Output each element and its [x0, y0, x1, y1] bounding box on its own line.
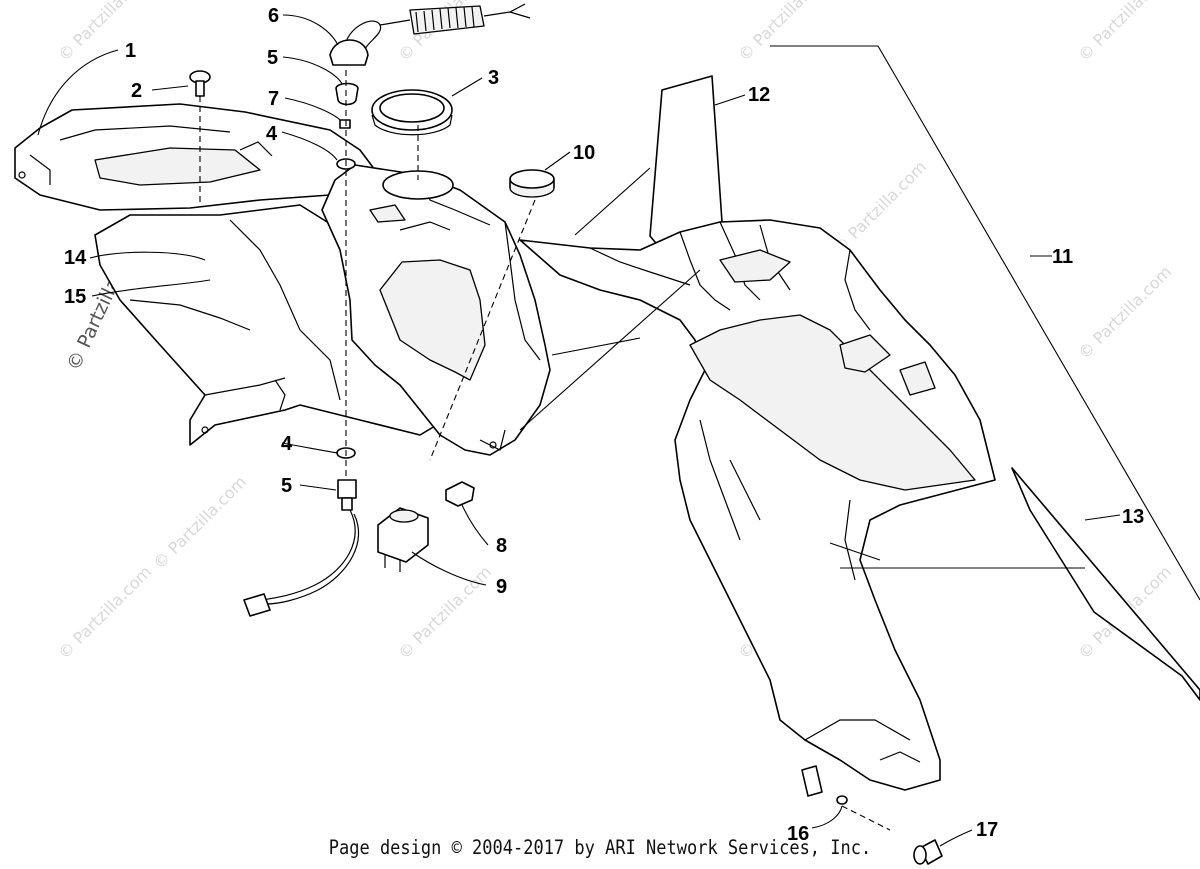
watermark: © Partzilla.com [394, 562, 495, 663]
callout-labels: 1 2 3 4 4 5 5 6 7 8 9 10 11 12 13 14 15 … [64, 5, 1144, 845]
part-6-cable [329, 3, 531, 66]
part-13-panel [1011, 467, 1200, 701]
callout-9: 9 [496, 576, 507, 598]
callout-14: 14 [64, 247, 87, 269]
callout-8: 8 [496, 535, 507, 557]
part-12-panel [649, 75, 723, 249]
assembly-line [199, 70, 891, 831]
watermark: © Partzilla.com [54, 0, 155, 65]
callout-leaders [37, 14, 1121, 847]
part-3-ring [371, 89, 454, 200]
watermark: © Partzilla.com [54, 562, 155, 663]
part-17-fastener [913, 839, 943, 865]
part-7-nut [339, 119, 351, 129]
callout-4-bottom: 4 [281, 433, 293, 455]
watermark: © Partzilla.com [1074, 262, 1175, 363]
callout-17: 17 [976, 819, 998, 841]
callout-2: 2 [131, 80, 142, 102]
watermark: © Partzilla.com [829, 157, 930, 258]
callout-15: 15 [64, 286, 86, 308]
watermark: © Partzilla.com [149, 472, 250, 573]
part-9-relay [377, 507, 429, 572]
part-5-sensor [243, 479, 360, 617]
part-11-center-body [321, 164, 551, 456]
leader-11-lines [519, 167, 1085, 569]
callout-10: 10 [573, 142, 595, 164]
part-2-screw [189, 70, 211, 97]
callout-4-top: 4 [266, 123, 278, 145]
callout-5-bottom: 5 [281, 475, 292, 497]
watermark: © Partzilla.com [734, 0, 835, 65]
part-16-clip [801, 765, 848, 805]
callout-1: 1 [125, 40, 136, 62]
callout-3: 3 [488, 67, 499, 89]
watermark: © Partzilla.com [1074, 0, 1175, 65]
leader-11-bracket [770, 45, 1200, 601]
part-8-clip [445, 481, 475, 507]
part-5-plug-top [335, 82, 359, 106]
callout-13: 13 [1122, 506, 1144, 528]
part-11-dash-cover [519, 219, 996, 791]
callout-12: 12 [748, 84, 770, 106]
part-10-ring [509, 169, 555, 198]
part-1-upper-cover [14, 103, 376, 211]
callout-5-top: 5 [267, 47, 278, 69]
copyright-footer: Page design © 2004-2017 by ARI Network S… [328, 836, 872, 860]
callout-6: 6 [268, 5, 279, 27]
callout-7: 7 [268, 88, 279, 110]
callout-11: 11 [1052, 246, 1073, 268]
callout-16: 16 [787, 823, 809, 845]
